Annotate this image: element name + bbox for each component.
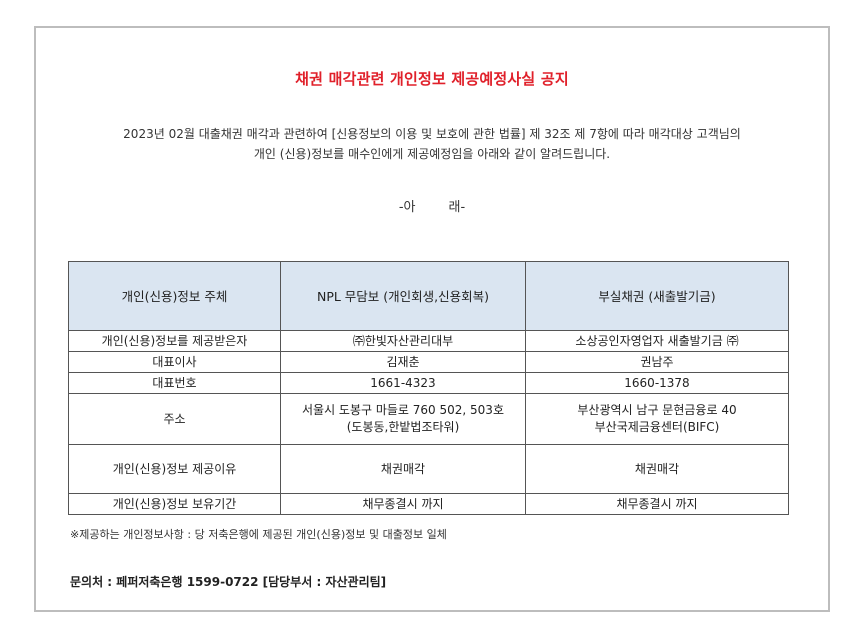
row-value-bad-debt: 소상공인자영업자 새출발기금 ㈜ (525, 330, 789, 352)
notice-frame: 채권 매각관련 개인정보 제공예정사실 공지 2023년 02월 대출채권 매각… (34, 26, 830, 612)
row-value-bad-debt: 채권매각 (525, 444, 789, 494)
row-label: 대표번호 (68, 372, 281, 394)
table-row: 주소 서울시 도봉구 마들로 760 502, 503호 (도봉동,한밭법조타워… (68, 393, 789, 445)
table-header-row: 개인(신용)정보 주체 NPL 무담보 (개인회생,신용회복) 부실채권 (새출… (68, 261, 789, 331)
row-value-npl: 서울시 도봉구 마들로 760 502, 503호 (도봉동,한밭법조타워) (280, 393, 526, 445)
table-row: 개인(신용)정보 제공이유 채권매각 채권매각 (68, 444, 789, 494)
table-row: 대표번호 1661-4323 1660-1378 (68, 372, 789, 394)
row-label: 개인(신용)정보 보유기간 (68, 493, 281, 515)
header-npl: NPL 무담보 (개인회생,신용회복) (280, 261, 526, 331)
intro-line-2: 개인 (신용)정보를 매수인에게 제공예정임을 아래와 같이 알려드립니다. (253, 147, 611, 161)
row-label: 대표이사 (68, 351, 281, 373)
address-line-1: 서울시 도봉구 마들로 760 502, 503호 (301, 403, 504, 417)
row-label: 주소 (68, 393, 281, 445)
info-table: 개인(신용)정보 주체 NPL 무담보 (개인회생,신용회복) 부실채권 (새출… (68, 261, 789, 515)
row-label: 개인(신용)정보를 제공받은자 (68, 330, 281, 352)
header-bad-debt: 부실채권 (새출발기금) (525, 261, 789, 331)
row-value-bad-debt: 부산광역시 남구 문현금융로 40 부산국제금융센터(BIFC) (525, 393, 789, 445)
intro-line-1: 2023년 02월 대출채권 매각과 관련하여 [신용정보의 이용 및 보호에 … (123, 127, 741, 141)
row-value-npl: 1661-4323 (280, 372, 526, 394)
notice-title: 채권 매각관련 개인정보 제공예정사실 공지 (295, 70, 569, 88)
row-label: 개인(신용)정보 제공이유 (68, 444, 281, 494)
table-row: 대표이사 김재춘 권남주 (68, 351, 789, 373)
row-value-bad-debt: 권남주 (525, 351, 789, 373)
row-value-bad-debt: 채무종결시 까지 (525, 493, 789, 515)
header-subject: 개인(신용)정보 주체 (68, 261, 281, 331)
row-value-npl: 김재춘 (280, 351, 526, 373)
notice-intro: 2023년 02월 대출채권 매각과 관련하여 [신용정보의 이용 및 보호에 … (36, 124, 828, 164)
footnote: ※제공하는 개인정보사항 : 당 저축은행에 제공된 개인(신용)정보 및 대출… (70, 528, 447, 541)
address-line-2: (도봉동,한밭법조타워) (346, 420, 460, 434)
address-line-2: 부산국제금융센터(BIFC) (594, 420, 720, 434)
arae-heading: -아 래- (398, 200, 466, 215)
table-row: 개인(신용)정보 보유기간 채무종결시 까지 채무종결시 까지 (68, 493, 789, 515)
contact-info: 문의처 : 페퍼저축은행 1599-0722 [담당부서 : 자산관리팀] (70, 575, 387, 589)
row-value-npl: ㈜한빛자산관리대부 (280, 330, 526, 352)
row-value-npl: 채권매각 (280, 444, 526, 494)
row-value-npl: 채무종결시 까지 (280, 493, 526, 515)
table-row: 개인(신용)정보를 제공받은자 ㈜한빛자산관리대부 소상공인자영업자 새출발기금… (68, 330, 789, 352)
address-line-1: 부산광역시 남구 문현금융로 40 (577, 403, 737, 417)
row-value-bad-debt: 1660-1378 (525, 372, 789, 394)
